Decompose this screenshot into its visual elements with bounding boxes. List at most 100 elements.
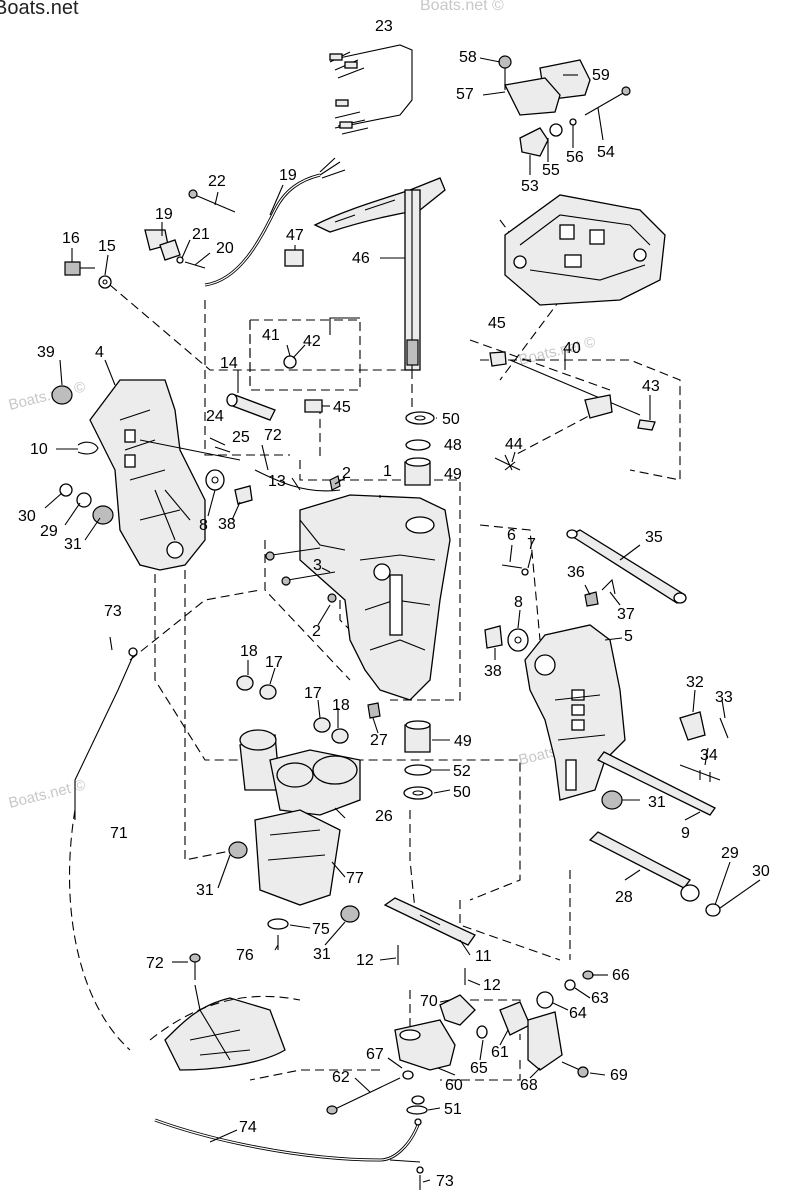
callout-59: 59 — [592, 67, 610, 84]
steering-arm-46 — [313, 177, 446, 371]
callout-35: 35 — [645, 529, 663, 546]
callout-19-bracket: 19 — [155, 206, 173, 223]
callout-34: 34 — [700, 747, 718, 764]
ground-cable-71 — [74, 636, 231, 1061]
upper-mid-fasteners — [205, 437, 341, 505]
callout-76: 76 — [236, 947, 254, 964]
callout-31-right: 31 — [648, 794, 666, 811]
callout-12-left: 12 — [356, 952, 374, 969]
callout-50-upper: 50 — [442, 411, 460, 428]
callout-30-right: 30 — [752, 863, 770, 880]
washers-50-48-49-upper — [404, 411, 435, 486]
callout-32: 32 — [686, 674, 704, 691]
callout-54: 54 — [597, 144, 615, 161]
callout-70: 70 — [420, 993, 438, 1010]
callout-21: 21 — [192, 226, 210, 243]
callout-39: 39 — [37, 344, 55, 361]
callout-13: 13 — [268, 473, 286, 490]
callout-64: 64 — [569, 1005, 587, 1022]
right-small-fasteners — [484, 564, 529, 652]
callout-69: 69 — [610, 1067, 628, 1084]
watermarks: Boats.net Boats.net © Boats.net © Boats.… — [0, 0, 597, 812]
bushings-17-18 — [236, 675, 381, 744]
pin-14-bushing-45 — [226, 393, 323, 421]
upper-mount-plate — [504, 194, 666, 306]
upper-left-small-parts — [64, 157, 346, 289]
callout-41: 41 — [262, 327, 280, 344]
watermark-center: Boats.net © — [517, 333, 597, 369]
bolts-3-nut-2 — [265, 547, 337, 603]
left-small-parts — [51, 385, 114, 525]
callout-31-center: 31 — [196, 882, 214, 899]
callout-46: 46 — [352, 250, 370, 267]
callout-73-upper: 73 — [104, 603, 122, 620]
tube-35-parts-36-37 — [566, 529, 687, 607]
rods-9-28 — [588, 751, 721, 917]
callout-48: 48 — [444, 437, 462, 454]
callout-73-lower: 73 — [436, 1173, 454, 1190]
rod-40-parts-43-44 — [489, 351, 656, 471]
callout-75: 75 — [312, 921, 330, 938]
parts-32-33-34 — [679, 711, 729, 782]
right-clamp-bracket-5 — [524, 624, 626, 801]
ground-cable-74 — [154, 1118, 424, 1190]
callout-50-lower: 50 — [453, 784, 471, 801]
callout-66: 66 — [612, 967, 630, 984]
callout-22: 22 — [208, 173, 226, 190]
watermark-left: Boats.net © — [7, 378, 87, 414]
callout-24: 24 — [206, 408, 224, 425]
callout-27: 27 — [370, 732, 388, 749]
callout-15: 15 — [98, 238, 116, 255]
frame-bracket — [329, 317, 360, 335]
swivel-bracket-center — [299, 494, 451, 701]
watermark-top-right: Boats.net © — [420, 0, 504, 14]
bolt-62-washer-51 — [326, 1077, 428, 1115]
callout-18-upper: 18 — [240, 643, 258, 660]
callout-18-lower: 18 — [332, 697, 350, 714]
callout-31-left: 31 — [64, 536, 82, 553]
callout-29-left: 29 — [40, 523, 58, 540]
callout-23: 23 — [375, 18, 393, 35]
callout-71: 71 — [110, 825, 128, 842]
callout-77: 77 — [346, 870, 364, 887]
callout-72-lower: 72 — [146, 955, 164, 972]
callout-6: 6 — [507, 527, 516, 544]
callout-3: 3 — [313, 557, 322, 574]
callout-2-upper: 2 — [342, 465, 351, 482]
callout-30-left: 30 — [18, 508, 36, 525]
callout-49-lower: 49 — [454, 733, 472, 750]
callout-8-right: 8 — [514, 594, 523, 611]
callout-4: 4 — [95, 344, 104, 361]
callout-12-right: 12 — [483, 977, 501, 994]
callout-14: 14 — [220, 355, 238, 372]
callout-62: 62 — [332, 1069, 350, 1086]
callout-63: 63 — [591, 990, 609, 1007]
callout-51: 51 — [444, 1101, 462, 1118]
callout-45-top: 45 — [488, 315, 506, 332]
callout-5: 5 — [624, 628, 633, 645]
callout-56: 56 — [566, 149, 584, 166]
callout-37: 37 — [617, 606, 635, 623]
callout-8-left: 8 — [199, 517, 208, 534]
callout-49-upper: 49 — [444, 466, 462, 483]
callout-55: 55 — [542, 162, 560, 179]
trim-sender-53-59 — [498, 55, 631, 157]
callout-38-right: 38 — [484, 663, 502, 680]
callout-44: 44 — [505, 436, 523, 453]
callout-58: 58 — [459, 49, 477, 66]
callout-25: 25 — [232, 429, 250, 446]
callout-9: 9 — [681, 825, 690, 842]
callout-42: 42 — [303, 333, 321, 350]
wire-harness-23 — [329, 44, 413, 135]
callout-33: 33 — [715, 689, 733, 706]
callout-29-right: 29 — [721, 845, 739, 862]
callout-40: 40 — [563, 340, 581, 357]
callout-28: 28 — [615, 889, 633, 906]
part-47-block — [284, 249, 304, 267]
callout-20: 20 — [216, 240, 234, 257]
callout-43: 43 — [642, 378, 660, 395]
callout-numbers: 23 58 59 57 54 56 55 53 22 19 19 16 15 2… — [18, 18, 770, 1190]
callout-1: 1 — [383, 463, 392, 480]
